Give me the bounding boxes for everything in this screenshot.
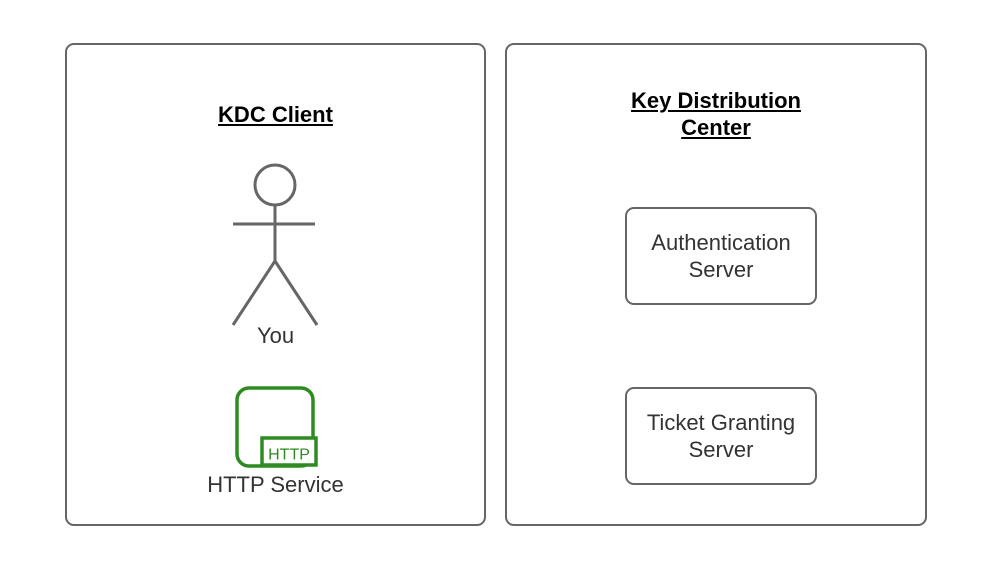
kdc-client-panel: KDC Client You HTTP HTTP Service [65, 43, 486, 526]
kdc-client-panel-title: KDC Client [67, 101, 484, 128]
ticket-granting-server-box: Ticket Granting Server [625, 387, 817, 485]
stick-figure-icon [231, 163, 319, 326]
http-service-label: HTTP Service [207, 472, 344, 497]
http-service-icon: HTTP [235, 386, 318, 468]
authentication-server-label: Authentication Server [651, 230, 791, 282]
actor-label: You [256, 323, 295, 348]
http-badge-text: HTTP [268, 447, 310, 464]
key-distribution-center-panel: Key Distribution Center Authentication S… [505, 43, 927, 526]
authentication-server-box: Authentication Server [625, 207, 817, 305]
ticket-granting-server-label: Ticket Granting Server [646, 410, 796, 462]
kdc-client-title-text: KDC Client [218, 102, 333, 127]
kdc-title-text: Key Distribution Center [631, 88, 801, 140]
kdc-panel-title: Key Distribution Center [507, 87, 925, 141]
